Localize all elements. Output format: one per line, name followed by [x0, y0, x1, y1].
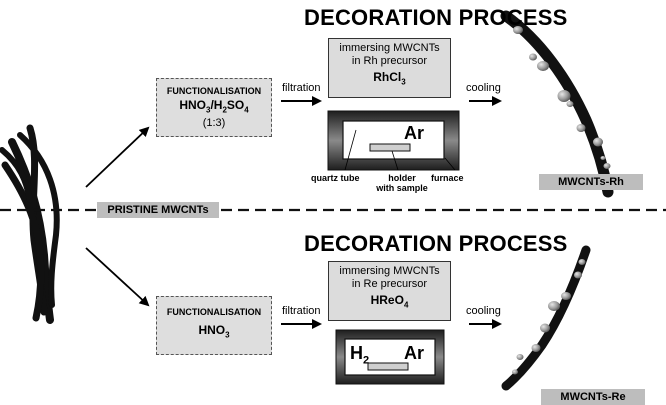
pristine-mwcnts-label: PRISTINE MWCNTs	[97, 202, 219, 218]
precursor-bottom: HReO4	[370, 293, 409, 310]
pristine-nanotube-bundle-icon	[0, 124, 60, 324]
gas-ar-top: Ar	[404, 123, 425, 143]
immersion-line1-top: immersing MWCNTs	[339, 42, 440, 54]
precursor-top: RhCl3	[373, 70, 406, 87]
label-furnace: furnace	[431, 173, 464, 183]
label-quartz-tube: quartz tube	[311, 173, 360, 183]
immersion-line1-bottom: immersing MWCNTs	[339, 265, 440, 277]
arrow-to-bottom-functionalisation	[85, 247, 150, 307]
functionalisation-ratio-top: (1:3)	[202, 117, 226, 130]
immersion-box-top: immersing MWCNTs in Rh precursor RhCl3	[328, 38, 451, 98]
functionalisation-reagent-top: HNO3/H2SO4	[179, 98, 249, 115]
cooling-label-bottom: cooling	[466, 305, 501, 317]
result-label-re: MWCNTs-Re	[541, 389, 645, 405]
furnace-bottom-icon	[335, 329, 445, 385]
label-holder: holder with sample	[376, 173, 428, 193]
immersion-box-bottom: immersing MWCNTs in Re precursor HReO4	[328, 261, 451, 321]
functionalisation-box-bottom: FUNCTIONALISATION HNO3	[156, 296, 272, 355]
filtration-label-bottom: filtration	[282, 305, 321, 317]
decorated-nanotube-rh-icon	[500, 10, 614, 198]
arrow-to-top-functionalisation	[85, 126, 150, 188]
decorated-nanotube-re-icon	[501, 245, 591, 391]
immersion-line2-bottom: in Re precursor	[351, 278, 428, 290]
filtration-label-top: filtration	[282, 82, 321, 94]
functionalisation-title-top: FUNCTIONALISATION	[166, 86, 262, 96]
result-label-rh: MWCNTs-Rh	[539, 174, 643, 190]
cooling-label-top: cooling	[466, 82, 501, 94]
furnace-top-icon	[327, 110, 460, 171]
gas-h2-bottom: H2	[350, 343, 370, 367]
top-section-title: DECORATION PROCESS	[304, 5, 568, 30]
functionalisation-reagent-bottom: HNO3	[198, 323, 230, 340]
bottom-section-title: DECORATION PROCESS	[304, 231, 568, 256]
functionalisation-title-bottom: FUNCTIONALISATION	[166, 307, 262, 317]
gas-ar-bottom: Ar	[404, 343, 425, 363]
functionalisation-box-top: FUNCTIONALISATION HNO3/H2SO4 (1:3)	[156, 78, 272, 137]
immersion-line2-top: in Rh precursor	[351, 55, 428, 67]
